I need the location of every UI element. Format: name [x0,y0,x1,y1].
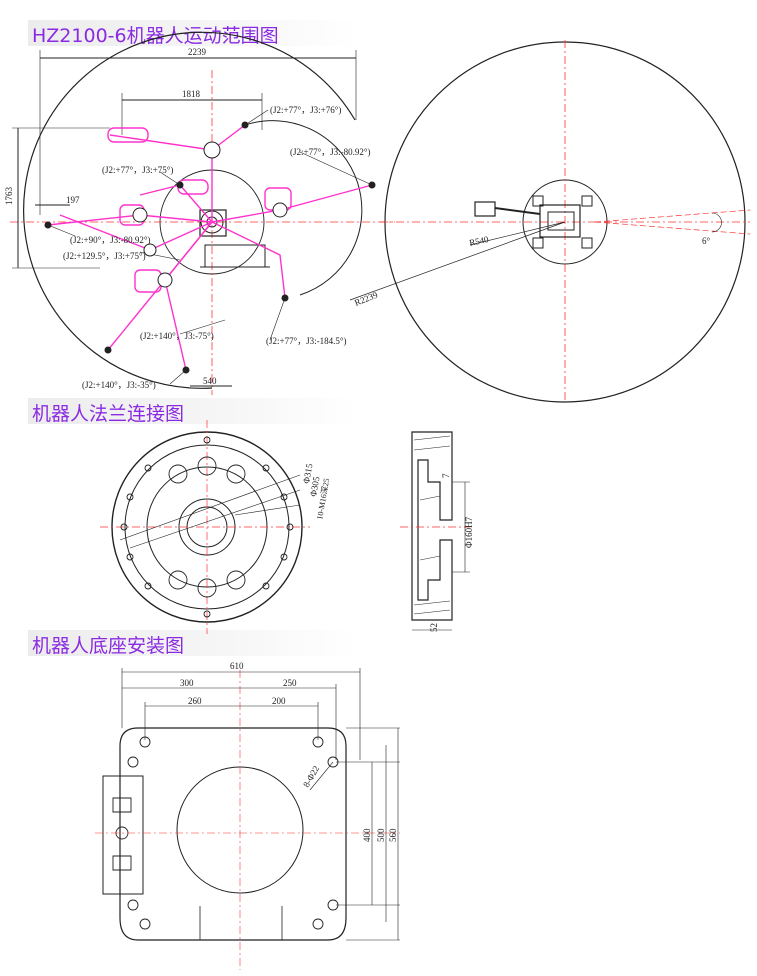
dim-200: 200 [272,696,286,706]
range-section-header: HZ2100-6机器人运动范围图 [28,20,358,47]
pose-label: (J2:+129.5°，J3:+75°) [63,251,146,261]
flange-section-title: 机器人法兰连接图 [32,403,185,425]
dim-610: 610 [230,661,244,671]
dim-197: 197 [66,195,80,205]
base-dimension-lines [95,668,400,970]
dim-d305: Φ305 [308,475,321,497]
dim-bore: Φ160H7 [464,516,474,548]
dim-holes-base: 8-Φ22 [301,764,321,789]
pose-label: (J2:+77°，J3:+76°) [270,105,341,115]
pose-label: (J2:+140°，J3:-75°) [140,331,214,341]
pose-label: (J2:+77°，J3:+75°) [102,165,173,175]
dim-angle-6: 6° [702,236,711,246]
base-section-title: 机器人底座安装图 [32,635,185,657]
pose-label: (J2:+90°，J3:-80.92°) [70,235,151,245]
base-mount-holes [127,736,339,930]
dim-1763: 1763 [4,187,14,206]
flange-hatch [413,435,451,615]
pose-label: (J2:+77°，J3:-184.5°) [266,336,347,346]
dim-depth: 7 [441,473,451,478]
dim-540: 540 [203,376,217,386]
dim-400: 400 [362,828,372,842]
dim-300: 300 [180,678,194,688]
pose-label: (J2:+140°，J3:-35°) [82,380,156,390]
dim-1818: 1818 [182,89,201,99]
dim-2239: 2239 [188,47,207,57]
dim-250: 250 [283,678,297,688]
flange-section-header: 机器人法兰连接图 [28,398,358,425]
dim-500: 500 [376,828,386,842]
dim-thick: 52 [429,623,439,632]
base-section-header: 机器人底座安装图 [28,630,358,657]
dim-r540: R540 [468,234,490,248]
top-range-view [349,40,751,403]
dim-r2239: R2239 [353,289,379,307]
flange-side-view [400,431,470,631]
flange-bolt-holes [120,436,294,618]
dim-560: 560 [388,828,398,842]
dim-d315: Φ315 [301,462,314,484]
pose-label: (J2:+77°，J3:-80.92°) [290,147,371,157]
range-section-title: HZ2100-6机器人运动范围图 [32,25,279,47]
dim-260: 260 [188,696,202,706]
base-plate [102,727,347,941]
flange-front-view [100,420,310,634]
arm-joints [44,121,376,374]
